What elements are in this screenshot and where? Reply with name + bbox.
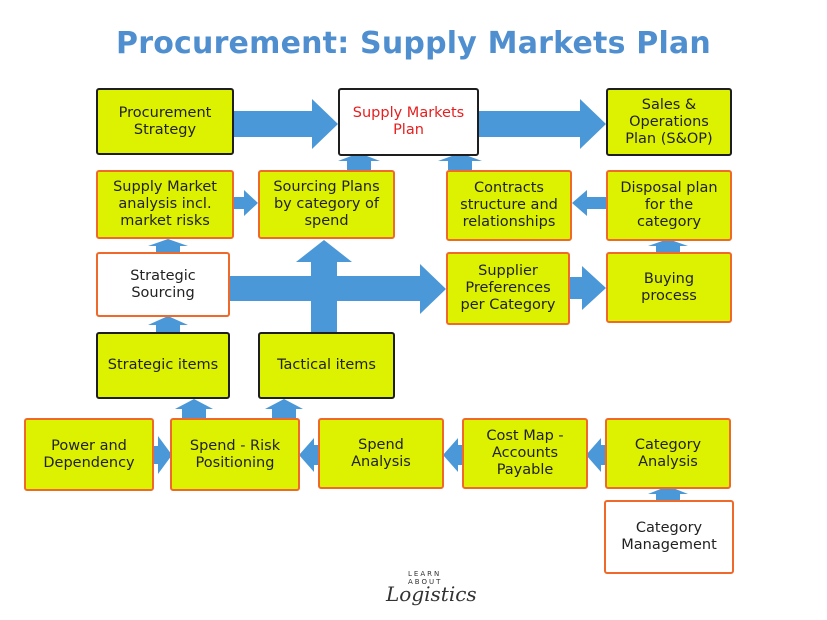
spend-analysis-box: Spend Analysis [318,418,444,489]
arrow-disposal-to-contracts [572,190,606,216]
logo-main-text: Logistics [386,582,477,606]
arrow-strategic-to-preferences [230,240,446,332]
arrow-buying-up [648,239,688,252]
arrow-plan-to-sop [478,99,606,149]
arrow-strategic-items-up [148,316,188,332]
arrow-catanalysis-to-costmap [586,438,605,472]
arrow-catmgmt-up [648,486,688,500]
arrow-strategy-to-plan [233,99,338,149]
sales-operations-plan-box: Sales & Operations Plan (S&OP) [606,88,732,156]
supplier-preferences-box: Supplier Preferences per Category [446,252,570,325]
learn-about-logistics-logo: LEARN ABOUT Logistics [378,568,478,608]
supply-market-analysis-box: Supply Market analysis incl. market risk… [96,170,234,239]
procurement-strategy-box: Procurement Strategy [96,88,234,155]
category-analysis-box: Category Analysis [605,418,731,489]
arrow-sourcing-to-analysis [148,239,188,252]
spend-risk-positioning-box: Spend - Risk Positioning [170,418,300,491]
supply-markets-plan-box: Supply Markets Plan [338,88,479,156]
buying-process-box: Buying process [606,252,732,323]
disposal-plan-box: Disposal plan for the category [606,170,732,241]
strategic-sourcing-box: Strategic Sourcing [96,252,230,317]
arrow-spendrisk-to-tactical [265,399,303,418]
arrow-spendrisk-to-strategic [175,399,213,418]
arrow-analysis-to-sourcing [234,190,258,216]
tactical-items-box: Tactical items [258,332,395,399]
sourcing-plans-box: Sourcing Plans by category of spend [258,170,395,239]
power-dependency-box: Power and Dependency [24,418,154,491]
logo-small-text: LEARN ABOUT [408,570,443,586]
cost-map-box: Cost Map - Accounts Payable [462,418,588,489]
arrow-preferences-to-buying [570,266,606,310]
arrow-power-to-spendrisk [154,436,172,474]
arrow-spendanalysis-to-spendrisk [299,438,318,472]
page-title: Procurement: Supply Markets Plan [116,26,711,61]
contracts-structure-box: Contracts structure and relationships [446,170,572,241]
strategic-items-box: Strategic items [96,332,230,399]
arrow-sourcing-up [338,153,380,170]
arrow-contracts-up [438,153,482,170]
category-management-box: Category Management [604,500,734,574]
arrow-costmap-to-spendanalysis [443,438,462,472]
